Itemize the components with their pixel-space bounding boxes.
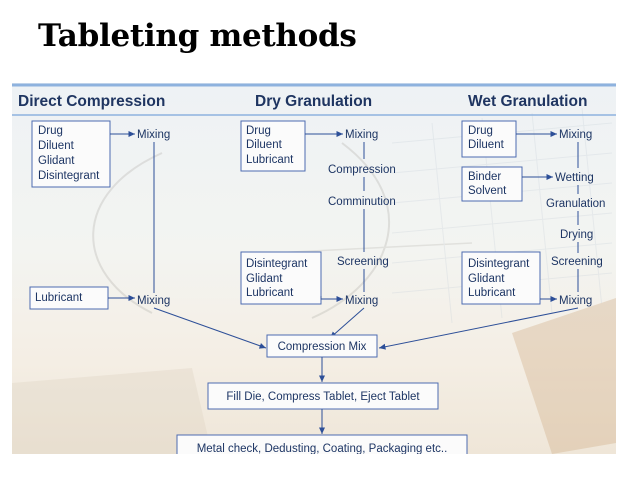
dg-ingredient: Diluent — [246, 139, 283, 151]
wg-binder-box — [461, 166, 523, 202]
dc-lubricant: Lubricant — [35, 292, 83, 304]
dc-step-mixing: Mixing — [137, 129, 170, 141]
dc-ingredient: Drug — [38, 125, 63, 137]
final-step-compression-mix: Compression Mix — [278, 341, 367, 353]
wg-step-drying: Drying — [560, 229, 593, 241]
wg-step-mixing-2: Mixing — [559, 295, 592, 307]
slide-title: Tableting methods — [38, 18, 357, 54]
final-steps: Compression Mix Fill Die, Compress Table… — [176, 334, 468, 454]
dc-ingredients-box — [31, 120, 111, 188]
dc-step-mixing-2: Mixing — [137, 295, 170, 307]
wg-step-screening: Screening — [551, 256, 603, 268]
dg-extra-ingredient: Disintegrant — [246, 258, 308, 270]
dc-ingredient: Glidant — [38, 155, 75, 167]
wg-extra-ingredient: Lubricant — [468, 287, 516, 299]
background-photo — [12, 107, 616, 454]
dg-ingredient: Drug — [246, 125, 271, 137]
wg-step-granulation: Granulation — [546, 198, 605, 210]
direct-compression-column: Drug Diluent Glidant Disintegrant Mixing… — [29, 120, 267, 349]
header-band: Direct Compression Dry Granulation Wet G… — [12, 83, 616, 116]
dg-step-screening: Screening — [337, 256, 389, 268]
dg-step-mixing: Mixing — [345, 129, 378, 141]
final-step-post-processing: Metal check, Dedusting, Coating, Packagi… — [197, 443, 448, 454]
dg-step-compression: Compression — [328, 164, 396, 176]
fill-die-box — [207, 382, 439, 410]
direct-compression-header: Direct Compression — [18, 93, 165, 110]
dry-granulation-header: Dry Granulation — [255, 93, 372, 110]
wg-extra-ingredient: Glidant — [468, 273, 505, 285]
wg-ingredient: Diluent — [468, 139, 505, 151]
dg-step-mixing-2: Mixing — [345, 295, 378, 307]
wet-granulation-header: Wet Granulation — [468, 93, 587, 110]
wg-step-wetting: Wetting — [555, 172, 594, 184]
post-processing-box — [176, 434, 468, 454]
wg-ingredients-box — [461, 120, 517, 158]
wg-ingredient: Drug — [468, 125, 493, 137]
dg-ingredients-box — [240, 120, 306, 172]
dg-step-comminution: Comminution — [328, 196, 396, 208]
dg-extra-ingredient: Glidant — [246, 273, 283, 285]
dry-granulation-column: Drug Diluent Lubricant Mixing Compressio… — [240, 120, 396, 339]
wg-extra-box — [461, 251, 541, 305]
dg-extra-ingredient: Lubricant — [246, 287, 294, 299]
wg-binder: Solvent — [468, 185, 507, 197]
wg-extra-ingredient: Disintegrant — [468, 258, 530, 270]
dg-extra-box — [240, 251, 322, 305]
dg-ingredient: Lubricant — [246, 154, 294, 166]
final-step-fill-die: Fill Die, Compress Tablet, Eject Tablet — [226, 391, 420, 403]
wet-granulation-column: Drug Diluent Mixing Binder Solvent Wetti… — [378, 120, 605, 350]
wg-binder: Binder — [468, 171, 501, 183]
dc-ingredient: Disintegrant — [38, 170, 100, 182]
diagram-panel: Direct Compression Dry Granulation Wet G… — [12, 83, 616, 454]
wg-step-mixing: Mixing — [559, 129, 592, 141]
dc-ingredient: Diluent — [38, 140, 75, 152]
